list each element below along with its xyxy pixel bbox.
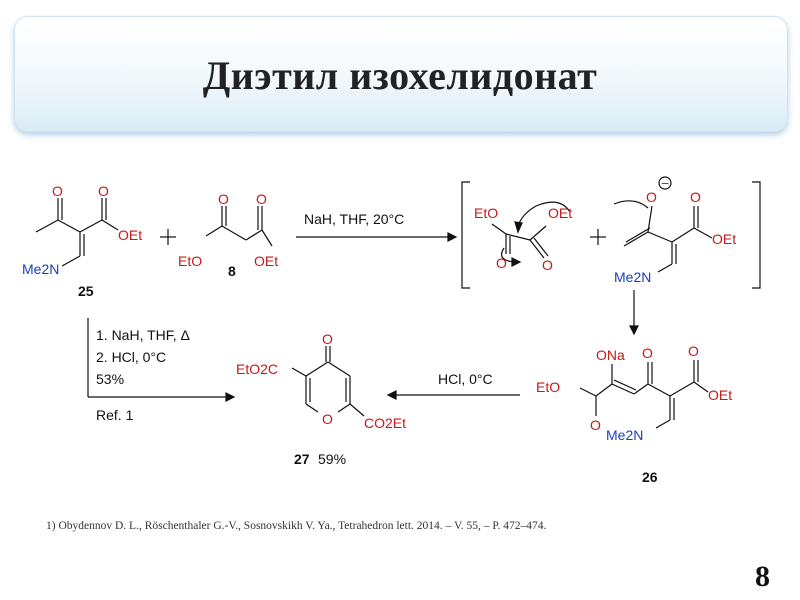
slide-title: Диэтил изохелидонат: [202, 53, 598, 98]
step1-conditions: NaH, THF, 20°C: [304, 211, 404, 227]
atom-label-co2et: CO2Et: [364, 415, 406, 431]
compound-8-label: 8: [228, 263, 236, 279]
atom-label-oet: OEt: [708, 387, 732, 403]
reference-text: 1) Obydennov D. L., Röschenthaler G.-V.,…: [46, 520, 547, 532]
direct-condition-1: 1. NaH, THF, Δ: [96, 327, 190, 343]
atom-label-oet: OEt: [548, 205, 572, 221]
atom-label-eto: EtO: [536, 379, 560, 395]
atom-label-eto: EtO: [178, 253, 202, 269]
atom-label-oet: OEt: [118, 227, 142, 243]
atom-label-o: O: [496, 255, 507, 271]
atom-label-o: O: [52, 183, 63, 199]
atom-label-o: O: [542, 257, 553, 273]
atom-label-o: O: [646, 189, 657, 205]
charge-minus: −: [661, 175, 669, 191]
direct-yield: 53%: [96, 371, 124, 387]
atom-label-o: O: [690, 189, 701, 205]
atom-label-o: O: [322, 411, 333, 427]
atom-label-eto2c: EtO2C: [236, 361, 278, 377]
compound-27-label: 27: [294, 451, 310, 467]
atom-label-o: O: [256, 191, 267, 207]
atom-label-eto: EtO: [474, 205, 498, 221]
atom-label-me2n: Me2N: [606, 427, 643, 443]
compound-26-label: 26: [642, 469, 658, 485]
title-banner: [14, 16, 788, 132]
atom-label-oet: OEt: [712, 231, 736, 247]
page-number: 8: [755, 560, 770, 593]
atom-label-o: O: [590, 417, 601, 433]
atom-label-o: O: [218, 191, 229, 207]
atom-label-ona: ONa: [596, 347, 625, 363]
atom-label-me2n: Me2N: [614, 269, 651, 285]
step2-conditions: HCl, 0°C: [438, 371, 493, 387]
atom-label-oet: OEt: [254, 253, 278, 269]
compound-27-yield: 59%: [318, 451, 346, 467]
direct-condition-2: 2. HCl, 0°C: [96, 349, 166, 365]
direct-reference: Ref. 1: [96, 407, 134, 423]
atom-label-me2n: Me2N: [22, 261, 59, 277]
atom-label-o: O: [98, 183, 109, 199]
atom-label-o: O: [642, 345, 653, 361]
atom-label-o: O: [688, 343, 699, 359]
atom-label-o: O: [322, 331, 333, 347]
compound-25-label: 25: [78, 283, 94, 299]
